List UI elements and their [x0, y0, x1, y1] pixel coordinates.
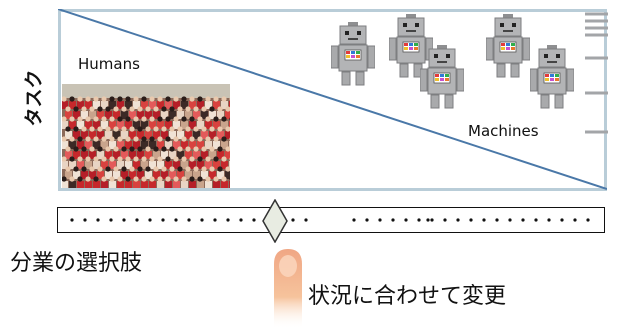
machines-label: Machines	[468, 122, 539, 140]
tick-marks-icon	[585, 12, 608, 134]
robot-icon	[485, 14, 531, 78]
robot-icon	[330, 22, 376, 86]
slider-knob-icon[interactable]	[262, 199, 288, 243]
diagonal-divider	[58, 9, 607, 190]
division-slider-track[interactable]	[57, 207, 605, 233]
humans-label: Humans	[78, 55, 140, 73]
task-frame	[58, 9, 607, 191]
robot-icon	[419, 45, 465, 109]
robot-icon	[529, 45, 575, 109]
pointer-caption: 状況に合わせて変更	[308, 284, 507, 309]
finger-icon	[274, 249, 302, 329]
human-crowd-photo	[62, 84, 230, 188]
slider-caption: 分業の選択肢	[10, 251, 143, 276]
task-axis-label: タスク	[22, 69, 45, 127]
